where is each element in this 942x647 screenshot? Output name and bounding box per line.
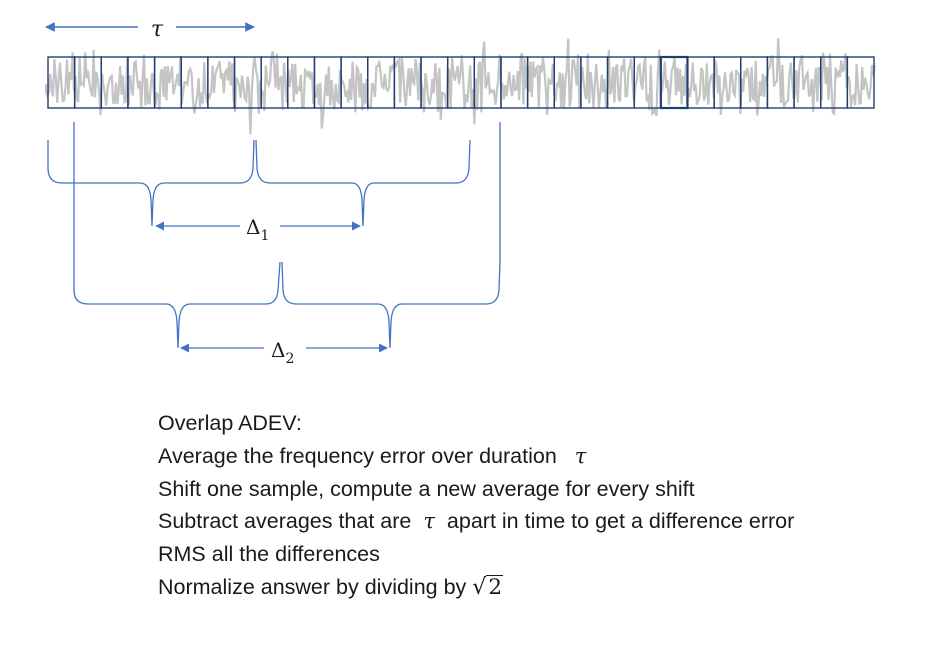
explanation-text: Overlap ADEV: Average the frequency erro… — [158, 407, 794, 604]
bracket-right-2 — [281, 261, 501, 349]
tau-duration-arrow: τ — [45, 17, 255, 42]
brackets-delta2 — [73, 122, 501, 353]
bracket-right-1 — [255, 139, 471, 227]
sample-box — [846, 56, 875, 109]
bracket-left-2 — [73, 261, 281, 349]
bracket-left-1 — [47, 139, 255, 227]
delta1-label: Δ1 — [246, 215, 269, 244]
sample-boxes — [47, 55, 875, 110]
notes-line-normalize: Normalize answer by dividing by √2 — [158, 571, 794, 604]
noise-trace — [44, 38, 876, 135]
notes-line-shift: Shift one sample, compute a new average … — [158, 476, 695, 501]
delta2-label: Δ2 — [271, 338, 294, 367]
tau-label: τ — [151, 17, 164, 42]
brackets-delta1 — [47, 139, 471, 231]
notes-line-rms: RMS all the differences — [158, 542, 380, 567]
sqrt-two: √2 — [472, 574, 503, 600]
notes-line-average: Average the frequency error over duratio… — [158, 443, 587, 468]
frequency-error-signal — [44, 38, 876, 135]
notes-line-subtract: Subtract averages that are τ apart in ti… — [158, 509, 795, 534]
notes-heading: Overlap ADEV: — [158, 411, 302, 435]
